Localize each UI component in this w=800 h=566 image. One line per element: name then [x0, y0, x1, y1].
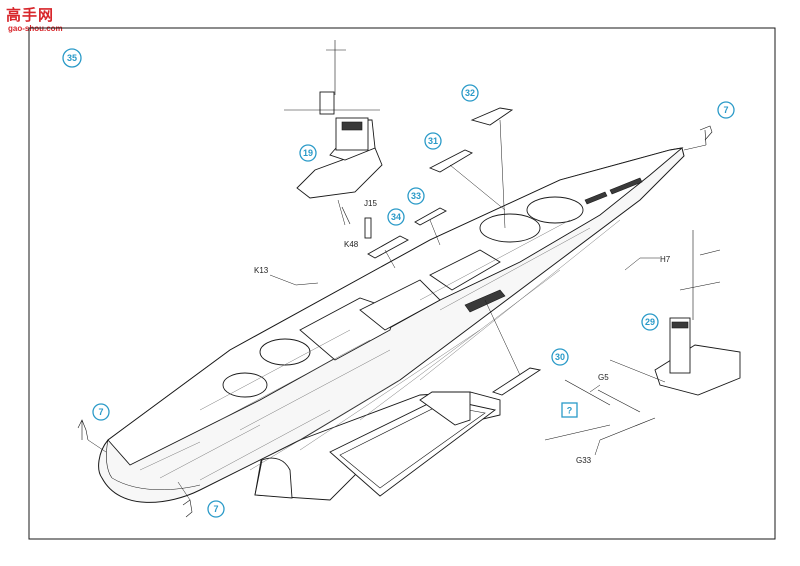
diagram-frame	[28, 27, 776, 540]
callout-31: 31	[424, 132, 442, 150]
boat-part-31	[428, 149, 506, 211]
callout-33: 33	[407, 187, 425, 205]
jackstaff-part-left	[77, 419, 107, 453]
label-h7: H7	[660, 255, 671, 264]
boat-part-32	[470, 107, 514, 229]
svg-text:7: 7	[213, 504, 218, 514]
callout-7-top: 7	[717, 101, 735, 119]
site-logo-chinese: 高手网	[6, 6, 55, 24]
label-g33: G33	[576, 456, 592, 465]
label-k13: K13	[254, 266, 269, 275]
callout-32: 32	[461, 84, 479, 102]
svg-text:19: 19	[303, 148, 313, 158]
jackstaff-part-bottom	[177, 481, 193, 518]
deck-details	[199, 177, 643, 431]
callout-29: 29	[641, 313, 659, 331]
boat-part-33	[414, 207, 447, 246]
step-badge: 35	[62, 48, 82, 68]
boat-part-34	[367, 235, 409, 269]
label-k48: K48	[344, 240, 359, 249]
svg-text:7: 7	[723, 105, 728, 115]
step-number: 35	[67, 53, 77, 63]
svg-text:30: 30	[555, 352, 565, 362]
svg-text:29: 29	[645, 317, 655, 327]
callout-30: 30	[551, 348, 569, 366]
label-g5: G5	[598, 373, 609, 382]
display-stand	[254, 391, 501, 501]
svg-text:33: 33	[411, 191, 421, 201]
svg-text:31: 31	[428, 136, 438, 146]
svg-text:34: 34	[391, 212, 401, 222]
callout-7-bottom: 7	[207, 500, 225, 518]
callout-7-left: 7	[92, 403, 110, 421]
callout-19: 19	[299, 144, 317, 162]
boat-part-30	[484, 299, 542, 396]
label-j15: J15	[364, 199, 377, 208]
bridge-assembly	[284, 40, 383, 226]
svg-text:?: ?	[567, 406, 573, 416]
jackstaff-part-top-right	[683, 125, 713, 151]
aft-superstructure	[609, 230, 741, 396]
svg-text:7: 7	[98, 407, 103, 417]
callout-34: 34	[387, 208, 405, 226]
small-parts	[269, 217, 660, 456]
callout-question: ?	[561, 402, 578, 418]
svg-text:32: 32	[465, 88, 475, 98]
